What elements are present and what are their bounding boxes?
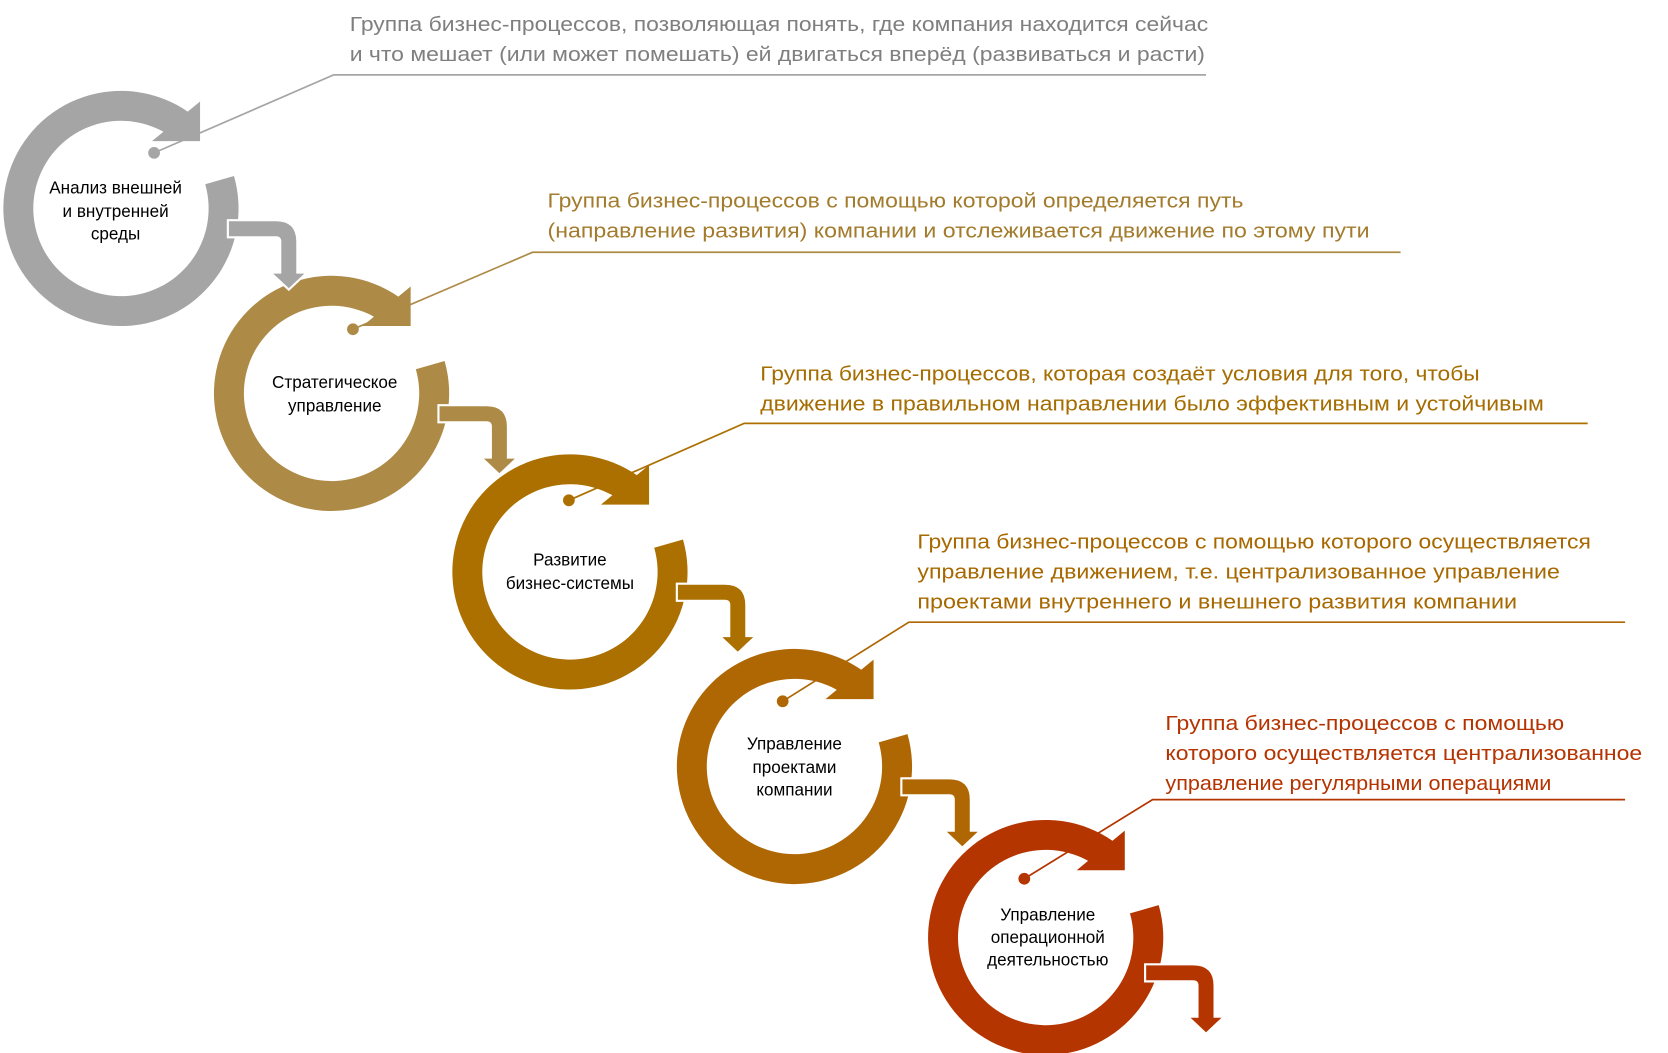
stage-description: и что мешает (или может помешать) ей дви… [350,44,1205,66]
circular-arrow-icon [213,275,450,511]
arrowhead-icon [362,286,411,327]
callout-4 [776,621,1626,708]
callout-2 [347,251,1401,336]
callout-1 [148,73,1207,159]
stage-label: компании [756,780,832,799]
stage-label: и внутренней [63,202,169,221]
stage-description: проектами внутреннего и внешнего развити… [917,591,1517,613]
stage-description: Группа бизнес-процессов с помощью которо… [547,190,1243,212]
callout-dot [347,323,359,336]
stage-description: Группа бизнес-процессов с помощью [1165,713,1564,735]
callout-line [153,73,1207,154]
stage-label: операционной [991,928,1105,947]
stage-label: проектами [752,758,836,777]
stage-label: Управление [1000,905,1095,924]
bent-arrow-down-icon [437,404,521,477]
bent-arrow-down-icon [226,219,310,292]
stage-label: Стратегическое [272,373,397,392]
cycle-ring-3 [452,454,688,690]
callout-line [352,251,1401,331]
stage-description: управление движением, т.е. централизован… [917,561,1559,583]
stage-description: Группа бизнес-процессов с помощью которо… [917,531,1590,553]
callout-line [568,422,1588,502]
stage-description: управление регулярными операциями [1165,773,1551,795]
stage-label: Развитие [533,551,607,570]
cycle-ring-2 [213,275,450,511]
stage-description: которого осуществляется централизованное [1165,743,1642,765]
cycle-ring-5 [928,819,1164,1053]
callout-dot [776,695,789,708]
callout-line [782,621,1626,703]
callout-3 [562,422,1588,507]
callout-dot [562,494,575,507]
stage-description: движение в правильном направлении было э… [760,394,1544,416]
callout-dot [1018,872,1031,885]
stage-description: (направление развития) компании и отслеж… [547,220,1369,242]
cycle-ring-4 [676,648,913,885]
stage-label: бизнес-системы [506,574,634,593]
stage-label: управление [288,397,381,416]
bent-arrow-down-icon [900,777,984,850]
bent-arrow-down-icon [675,582,759,655]
stage-label: Анализ внешней [49,178,182,197]
stage-label: среды [91,224,140,243]
stage-description: Группа бизнес-процессов, которая создаёт… [760,364,1479,386]
connector-arrows [226,219,1227,1036]
stage-label: Управление [747,734,842,753]
circular-arrow-icon [452,454,688,690]
stage-label: деятельностью [987,950,1108,969]
callout-dot [148,146,160,159]
arrowhead-icon [1076,830,1125,871]
stage-description: Группа бизнес-процессов, позволяющая пон… [350,14,1208,36]
bent-arrow-down-icon [1144,963,1227,1036]
cycle-ring-1 [3,90,239,327]
